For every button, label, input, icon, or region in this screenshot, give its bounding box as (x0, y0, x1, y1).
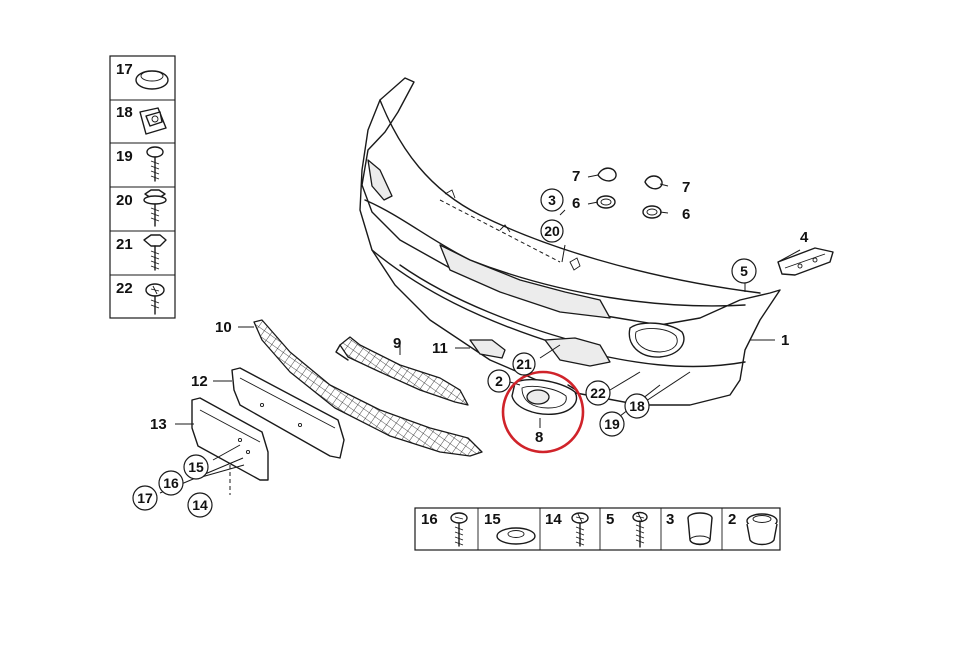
bottom-panel-label: 14 (545, 511, 562, 528)
callout-10: 10 (215, 319, 232, 336)
hex-bolt-icon (143, 189, 167, 227)
left-hardware-panel: 17 18 19 20 21 22 (109, 55, 176, 319)
clip-nut-icon (139, 107, 167, 135)
tow-hook-cover (469, 339, 506, 359)
callout-3-circle: 3 (540, 188, 564, 212)
left-panel-label: 19 (116, 148, 133, 165)
callout-14-circle: 14 (187, 492, 213, 518)
left-panel-label: 20 (116, 192, 133, 209)
callout-22-circle: 22 (585, 380, 611, 406)
screw-icon (450, 512, 468, 547)
callout-20: 20 (544, 223, 560, 239)
callout-21: 21 (516, 356, 532, 372)
callout-16-circle: 16 (158, 470, 184, 496)
callout-4: 4 (800, 229, 809, 246)
callout-19-circle: 19 (599, 411, 625, 437)
fog-light-bezel (511, 378, 578, 415)
callout-15: 15 (188, 459, 204, 475)
callout-21-circle: 21 (512, 352, 536, 376)
left-panel-label: 17 (116, 61, 133, 78)
screw-icon (571, 512, 589, 547)
callout-5: 5 (740, 263, 748, 279)
callout-8: 8 (535, 429, 543, 446)
bottom-panel-label: 2 (728, 511, 736, 528)
callout-labels: 1 4 7 6 7 6 8 9 10 11 12 13 3 20 5 21 2 (132, 168, 809, 518)
bottom-panel-label: 15 (484, 511, 501, 528)
callout-13: 13 (150, 416, 167, 433)
bottom-panel-label: 3 (666, 511, 674, 528)
grommet-icon (687, 512, 713, 546)
callout-14: 14 (192, 497, 208, 513)
washer-icon (496, 527, 536, 545)
callout-16: 16 (163, 475, 179, 491)
front-bumper (359, 77, 781, 406)
callout-17: 17 (137, 490, 153, 506)
screw-icon (146, 146, 164, 182)
callout-3: 3 (548, 192, 556, 208)
highlight-ring (501, 370, 585, 454)
bottom-hardware-panel: 16 15 14 5 3 (414, 507, 781, 551)
hex-bolt-icon (143, 234, 167, 271)
gasket-group (596, 167, 663, 219)
callout-7: 7 (572, 168, 580, 185)
center-grille (335, 336, 469, 406)
callout-15-circle: 15 (183, 454, 209, 480)
screw-icon (145, 283, 165, 315)
callout-22: 22 (590, 385, 606, 401)
license-plate-bracket (191, 397, 269, 481)
lower-grille-mesh (253, 319, 483, 457)
callout-12: 12 (191, 373, 208, 390)
callout-11: 11 (432, 340, 448, 357)
callout-5-circle: 5 (731, 258, 757, 284)
bumper-bracket (777, 247, 834, 276)
left-panel-label: 21 (116, 236, 133, 253)
callout-6: 6 (572, 195, 580, 212)
callout-1: 1 (781, 332, 789, 349)
bottom-panel-label: 16 (421, 511, 438, 528)
callout-18: 18 (629, 398, 645, 414)
screw-icon (632, 511, 648, 548)
callout-17-circle: 17 (132, 485, 158, 511)
callout-2: 2 (495, 373, 503, 389)
license-plate-base (231, 367, 345, 459)
callout-7: 7 (682, 179, 690, 196)
callout-2-circle: 2 (487, 369, 511, 393)
grommet-icon (135, 70, 169, 90)
callout-6: 6 (682, 206, 690, 223)
left-panel-label: 18 (116, 104, 133, 121)
callout-18-circle: 18 (624, 393, 650, 419)
left-panel-label: 22 (116, 280, 133, 297)
callout-9: 9 (393, 335, 401, 352)
callout-19: 19 (604, 416, 620, 432)
grommet-icon (746, 513, 778, 546)
bottom-panel-label: 5 (606, 511, 614, 528)
callout-20-circle: 20 (540, 219, 564, 243)
